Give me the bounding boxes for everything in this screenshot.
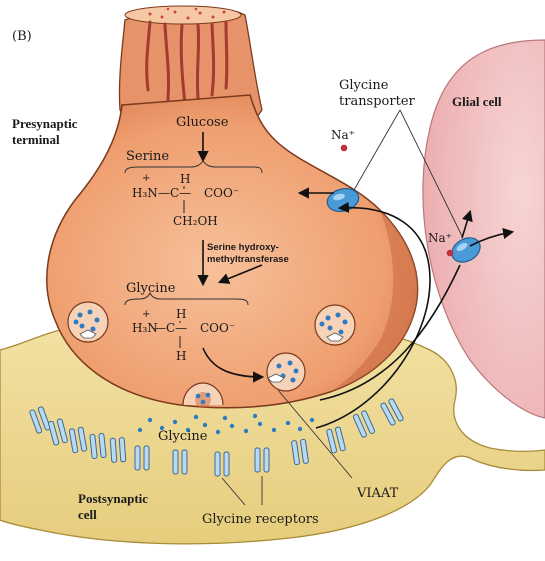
enzyme-label: Serine hydroxy- — [207, 242, 279, 253]
svg-text:COO⁻: COO⁻ — [200, 321, 235, 335]
vesicle-filling — [266, 352, 306, 392]
panel-label: (B) — [12, 29, 32, 44]
microtubules — [145, 20, 229, 107]
glucose-label: Glucose — [176, 115, 229, 130]
vesicle-fusing — [182, 382, 224, 408]
glycine-receptor — [89, 433, 107, 459]
glycine-receptor — [380, 398, 404, 426]
svg-text:+: + — [142, 309, 150, 320]
glial-cell-label: Glial cell — [452, 94, 502, 109]
presynaptic-label-2: terminal — [12, 132, 60, 147]
glycine-receptor — [172, 449, 188, 475]
svg-text:—C—: —C— — [154, 321, 187, 335]
axon-cut-face — [124, 5, 242, 25]
glycine-receptor — [29, 406, 51, 434]
svg-text:H: H — [176, 349, 186, 363]
svg-text:CH₂OH: CH₂OH — [173, 214, 218, 228]
svg-text:H: H — [176, 307, 186, 321]
glycine-brace — [124, 291, 249, 306]
cut-face-dots — [148, 7, 226, 20]
enzyme-label-2: methyltransferase — [207, 254, 289, 265]
glycine-receptor — [68, 426, 88, 454]
glycine-receptors-label: Glycine receptors — [202, 512, 319, 527]
postsynaptic-label-2: cell — [78, 507, 97, 522]
transporter-label-2: transporter — [339, 94, 416, 109]
postsynaptic-label: Postsynaptic — [78, 491, 148, 506]
glycine-label: Glycine — [126, 281, 176, 296]
svg-text:H₃N: H₃N — [132, 186, 158, 200]
svg-text:COO⁻: COO⁻ — [204, 186, 239, 200]
serine-label: Serine — [126, 149, 169, 164]
enzyme-arrow — [217, 264, 263, 284]
glycine-receptor — [291, 438, 309, 466]
glycine-structure: + H H₃N —C— COO⁻ H — [132, 307, 235, 363]
vesicle-left — [67, 301, 109, 343]
glycine-receptor — [326, 426, 346, 454]
sodium-glial-arrow — [461, 209, 473, 239]
sodium-label-glial: Na⁺ — [428, 231, 452, 245]
vesicle-loading-arrow — [202, 347, 265, 383]
sodium-ion-presyn — [340, 144, 348, 152]
reuptake-presyn-arrow — [315, 201, 431, 429]
cleft-glycine-label: Glycine — [158, 429, 208, 444]
serine-structure: + H H₃N —C— COO⁻ CH₂OH — [132, 172, 239, 228]
svg-text:—C—: —C— — [158, 186, 191, 200]
presynaptic-glycine-transporter — [326, 187, 360, 213]
glycine-receptor — [352, 410, 376, 438]
svg-text:H₃N: H₃N — [132, 321, 158, 335]
svg-text:+: + — [142, 173, 150, 184]
glycine-receptor — [214, 451, 230, 477]
vesicle-right — [314, 304, 356, 346]
glycine-receptor — [254, 447, 270, 473]
leader-lines — [221, 109, 463, 506]
transporter-label: Glycine — [339, 78, 389, 93]
cleft-glycine — [137, 413, 315, 435]
svg-text:H: H — [180, 172, 190, 186]
glial-transport-arrow — [469, 227, 515, 247]
presynaptic-label: Presynaptic — [12, 116, 78, 131]
glycine-receptors — [29, 398, 404, 477]
glycine-receptor — [109, 437, 127, 463]
glial-cell — [422, 39, 545, 419]
viaat-label: VIAAT — [356, 486, 399, 501]
terminal-shading — [330, 210, 418, 392]
sodium-ion-glial — [446, 249, 454, 257]
sodium-label-presyn: Na⁺ — [331, 128, 355, 142]
reuptake-glial-arrow — [319, 264, 461, 401]
pathway-arrows — [197, 132, 515, 429]
glycine-receptor — [134, 445, 150, 471]
glycine-receptor — [48, 418, 68, 446]
serine-brace — [124, 160, 263, 174]
